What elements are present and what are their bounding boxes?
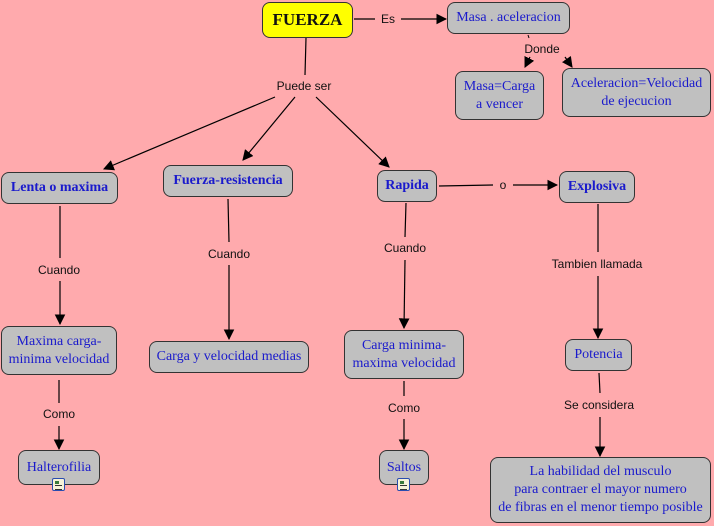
label-donde: Donde bbox=[522, 42, 562, 56]
label-cuando-lenta: Cuando bbox=[35, 263, 83, 277]
label-o: o bbox=[497, 178, 509, 192]
label-puede-ser: Puede ser bbox=[274, 79, 334, 93]
label-tambien-llamada: Tambien llamada bbox=[549, 257, 645, 271]
node-explosiva[interactable]: Explosiva bbox=[559, 171, 635, 203]
label-como-cargaminima: Como bbox=[385, 401, 423, 415]
node-potencia[interactable]: Potencia bbox=[565, 339, 632, 371]
link-fuerza-puedeser bbox=[304, 37, 307, 76]
node-carga-velocidad-medias[interactable]: Carga y velocidad medias bbox=[149, 341, 309, 373]
node-rapida[interactable]: Rapida bbox=[377, 170, 437, 202]
node-habilidad[interactable]: La habilidad del musculo para contraer e… bbox=[490, 457, 711, 523]
link-rapida-cuando bbox=[404, 202, 407, 238]
link-puedeser-fuerzares bbox=[242, 96, 296, 161]
saltos-document-icon[interactable] bbox=[397, 478, 410, 491]
label-como-maxima: Como bbox=[40, 407, 78, 421]
label-es: Es bbox=[378, 12, 398, 26]
node-maxima-carga[interactable]: Maxima carga- minima velocidad bbox=[1, 326, 117, 375]
label-cuando-rapida: Cuando bbox=[381, 241, 429, 255]
node-fuerza[interactable]: FUERZA bbox=[262, 2, 353, 38]
node-lenta-maxima[interactable]: Lenta o maxima bbox=[1, 172, 118, 204]
link-masa-donde bbox=[527, 34, 530, 39]
node-aceleracion-velocidad[interactable]: Aceleracion=Velocidad de ejecucion bbox=[562, 68, 711, 117]
node-masa-carga[interactable]: Masa=Carga a vencer bbox=[455, 71, 544, 120]
link-cuando-cargaminima bbox=[398, 259, 410, 330]
link-rapida-o bbox=[438, 184, 494, 187]
label-se-considera: Se considera bbox=[561, 398, 637, 412]
node-masa-aceleracion[interactable]: Masa . aceleracion bbox=[447, 2, 570, 34]
link-puedeser-rapida bbox=[315, 96, 390, 168]
link-puedeser-lenta bbox=[103, 96, 276, 171]
halterofilia-document-icon[interactable] bbox=[52, 478, 65, 491]
node-carga-minima[interactable]: Carga minima- maxima velocidad bbox=[344, 330, 464, 379]
link-donde-masacarga bbox=[524, 55, 535, 68]
link-donde-aceleracion bbox=[562, 55, 573, 68]
link-potencia-seconsidera bbox=[598, 372, 601, 394]
label-cuando-fuerzares: Cuando bbox=[205, 247, 253, 261]
node-fuerza-resistencia[interactable]: Fuerza-resistencia bbox=[163, 165, 293, 197]
link-fuerzares-cuando bbox=[227, 198, 230, 243]
